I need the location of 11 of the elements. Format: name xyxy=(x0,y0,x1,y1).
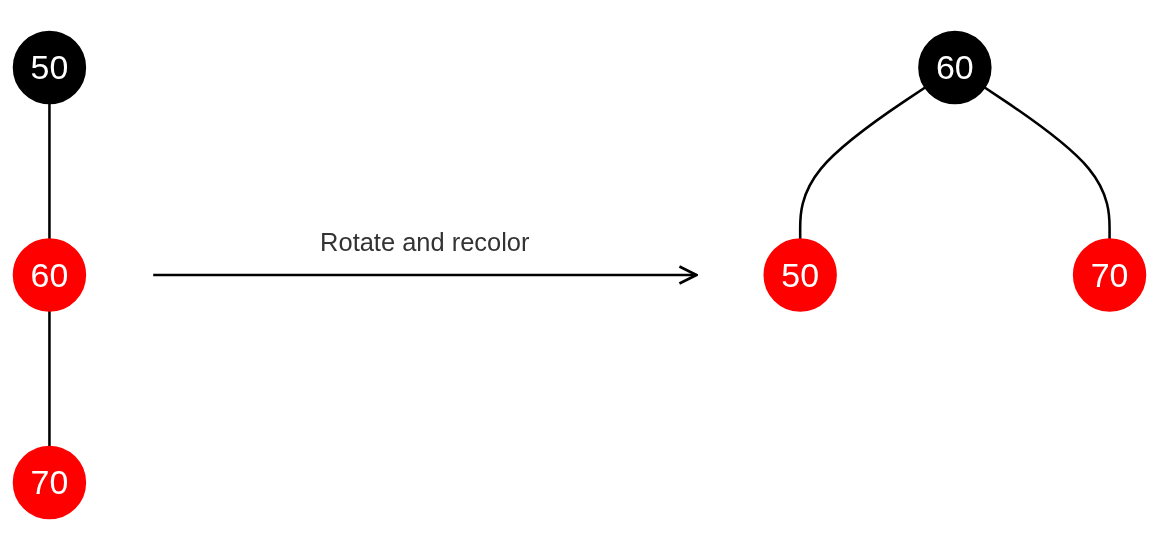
connector xyxy=(48,103,51,240)
arrow-caption: Rotate and recolor xyxy=(320,228,530,257)
node-circle: 50 xyxy=(12,30,87,105)
connector xyxy=(798,86,926,240)
connector xyxy=(48,310,51,447)
connector xyxy=(983,86,1111,240)
node-circle: 60 xyxy=(918,30,992,105)
node-circle: 70 xyxy=(12,445,87,520)
node-circle: 70 xyxy=(1072,238,1147,312)
node-circle: 50 xyxy=(763,238,837,312)
node-circle: 60 xyxy=(12,238,87,312)
